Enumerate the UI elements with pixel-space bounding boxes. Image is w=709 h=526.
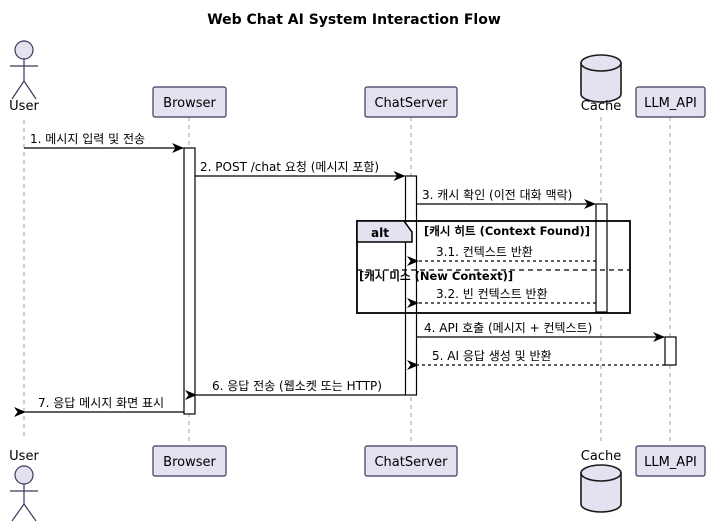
actor-body-icon-bottom <box>10 484 38 522</box>
participant-box-chatserver-top[interactable] <box>364 86 458 118</box>
message-2-label: 2. POST /chat 요청 (메시지 포함) <box>200 160 379 174</box>
database-cylinder-icon <box>580 62 622 103</box>
message-3-1-label: 3.1. 컨텍스트 반환 <box>436 245 533 259</box>
fragment-frame <box>356 220 631 314</box>
message-3: 3. 캐시 확인 (이전 대화 맥락) <box>416 188 596 209</box>
participant-llm-top[interactable]: LLM_API <box>635 86 706 118</box>
message-6: 6. 응답 전송 (웹소켓 또는 HTTP) <box>185 379 406 400</box>
participant-label-browser-bottom: Browser <box>163 455 216 470</box>
participant-cache-top[interactable]: Cache <box>580 54 622 114</box>
participant-browser-top[interactable]: Browser <box>152 86 227 118</box>
database-cylinder-icon-bottom <box>580 472 622 513</box>
participant-label-llm-bottom: LLM_API <box>644 455 697 470</box>
message-5-label: 5. AI 응답 생성 및 반환 <box>432 349 552 363</box>
participant-label-user-bottom: User <box>9 449 39 464</box>
participant-user-top[interactable]: User <box>9 40 39 114</box>
message-4-label: 4. API 호출 (메시지 + 컨텍스트) <box>424 321 592 335</box>
activation-chatserver <box>404 175 418 396</box>
participant-box-llm-bottom[interactable] <box>635 445 706 477</box>
actor-head-icon <box>14 40 34 60</box>
message-1: 1. 메시지 입력 및 전송 <box>24 132 184 153</box>
activation-llm <box>664 336 677 366</box>
message-3-label: 3. 캐시 확인 (이전 대화 맥락) <box>422 188 572 202</box>
message-7-label: 7. 응답 메시지 화면 표시 <box>38 396 164 410</box>
participant-label-chatserver-bottom: ChatServer <box>374 455 448 470</box>
activation-browser <box>183 147 196 415</box>
fragment-operator-label: alt <box>371 226 389 240</box>
fragment-guard-2: [캐시 미스 (New Context)] <box>359 269 513 283</box>
database-top-ellipse-icon <box>580 54 622 72</box>
message-5: 5. AI 응답 생성 및 반환 <box>407 349 665 370</box>
participant-label-cache-top: Cache <box>581 99 621 114</box>
page-title: Web Chat AI System Interaction Flow <box>207 12 501 28</box>
participant-chatserver-bottom[interactable]: ChatServer <box>364 445 458 477</box>
activation-cache <box>595 203 608 313</box>
participant-box-browser-top[interactable] <box>152 86 227 118</box>
participant-box-llm-top[interactable] <box>635 86 706 118</box>
message-7: 7. 응답 메시지 화면 표시 <box>13 396 184 417</box>
message-4: 4. API 호출 (메시지 + 컨텍스트) <box>416 321 665 342</box>
participant-llm-bottom[interactable]: LLM_API <box>635 445 706 477</box>
participant-label-chatserver-top: ChatServer <box>374 96 448 111</box>
participant-browser-bottom[interactable]: Browser <box>152 445 227 477</box>
participant-label-llm-top: LLM_API <box>644 96 697 111</box>
participant-label-browser-top: Browser <box>163 96 216 111</box>
actor-body-icon <box>10 59 38 100</box>
participant-label-cache-bottom: Cache <box>581 449 621 464</box>
actor-head-icon-bottom <box>14 465 34 485</box>
combined-fragment-alt: alt [캐시 히트 (Context Found)] [캐시 미스 (New … <box>356 220 631 314</box>
message-6-label: 6. 응답 전송 (웹소켓 또는 HTTP) <box>212 379 382 393</box>
participant-label-user-top: User <box>9 99 39 114</box>
participant-box-chatserver-bottom[interactable] <box>364 445 458 477</box>
participant-box-browser-bottom[interactable] <box>152 445 227 477</box>
fragment-operator-tab <box>356 220 413 243</box>
database-top-ellipse-icon-bottom <box>580 464 622 482</box>
message-2: 2. POST /chat 요청 (메시지 포함) <box>195 160 406 181</box>
participant-cache-bottom[interactable]: Cache <box>580 449 622 513</box>
message-3-2: 3.2. 빈 컨텍스트 반환 <box>407 287 596 308</box>
participant-chatserver-top[interactable]: ChatServer <box>364 86 458 118</box>
message-3-1: 3.1. 컨텍스트 반환 <box>407 245 596 266</box>
message-3-2-label: 3.2. 빈 컨텍스트 반환 <box>436 287 548 301</box>
participant-user-bottom[interactable]: User <box>9 449 39 522</box>
fragment-guard-1: [캐시 히트 (Context Found)] <box>424 224 590 238</box>
message-1-label: 1. 메시지 입력 및 전송 <box>30 132 145 146</box>
